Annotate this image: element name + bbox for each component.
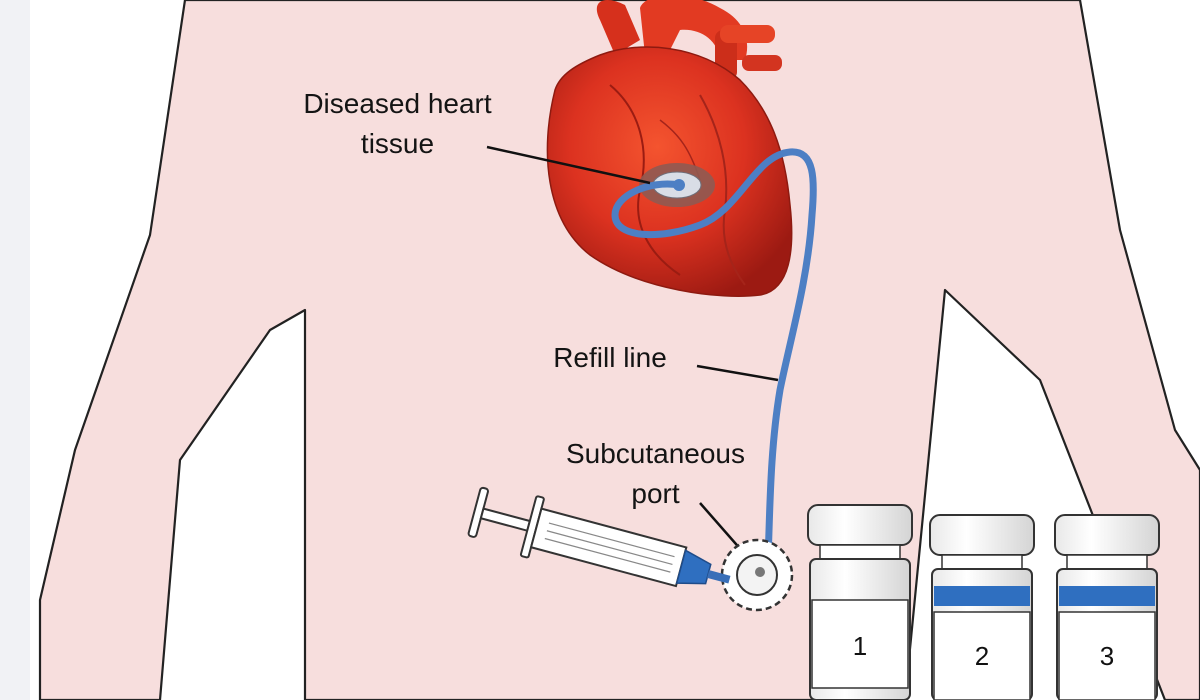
subcutaneous-port — [720, 538, 794, 612]
label-refill-text: Refill line — [553, 342, 667, 373]
refill-tube — [611, 148, 817, 564]
vial-2 — [929, 514, 1035, 700]
vial-3 — [1054, 514, 1160, 700]
heart — [546, 0, 793, 297]
label-diseased-line-2: tissue — [360, 128, 435, 159]
leader-refill — [696, 364, 779, 382]
label-subcutaneous-port: Subcutaneous port — [548, 434, 763, 514]
vial-3-number: 3 — [1100, 641, 1114, 671]
label-refill-line: Refill line — [535, 338, 685, 378]
vial-1 — [807, 504, 913, 700]
left-margin — [0, 0, 30, 700]
label-port-line-2: port — [631, 478, 680, 509]
label-port-line-1: Subcutaneous — [565, 438, 746, 469]
leader-diseased — [486, 145, 651, 185]
label-diseased-line-1: Diseased heart — [303, 88, 492, 119]
vial-2-number: 2 — [975, 641, 989, 671]
label-diseased-heart-tissue: Diseased heart tissue — [275, 84, 520, 164]
syringe — [467, 486, 731, 588]
vial-1-number: 1 — [853, 631, 867, 661]
